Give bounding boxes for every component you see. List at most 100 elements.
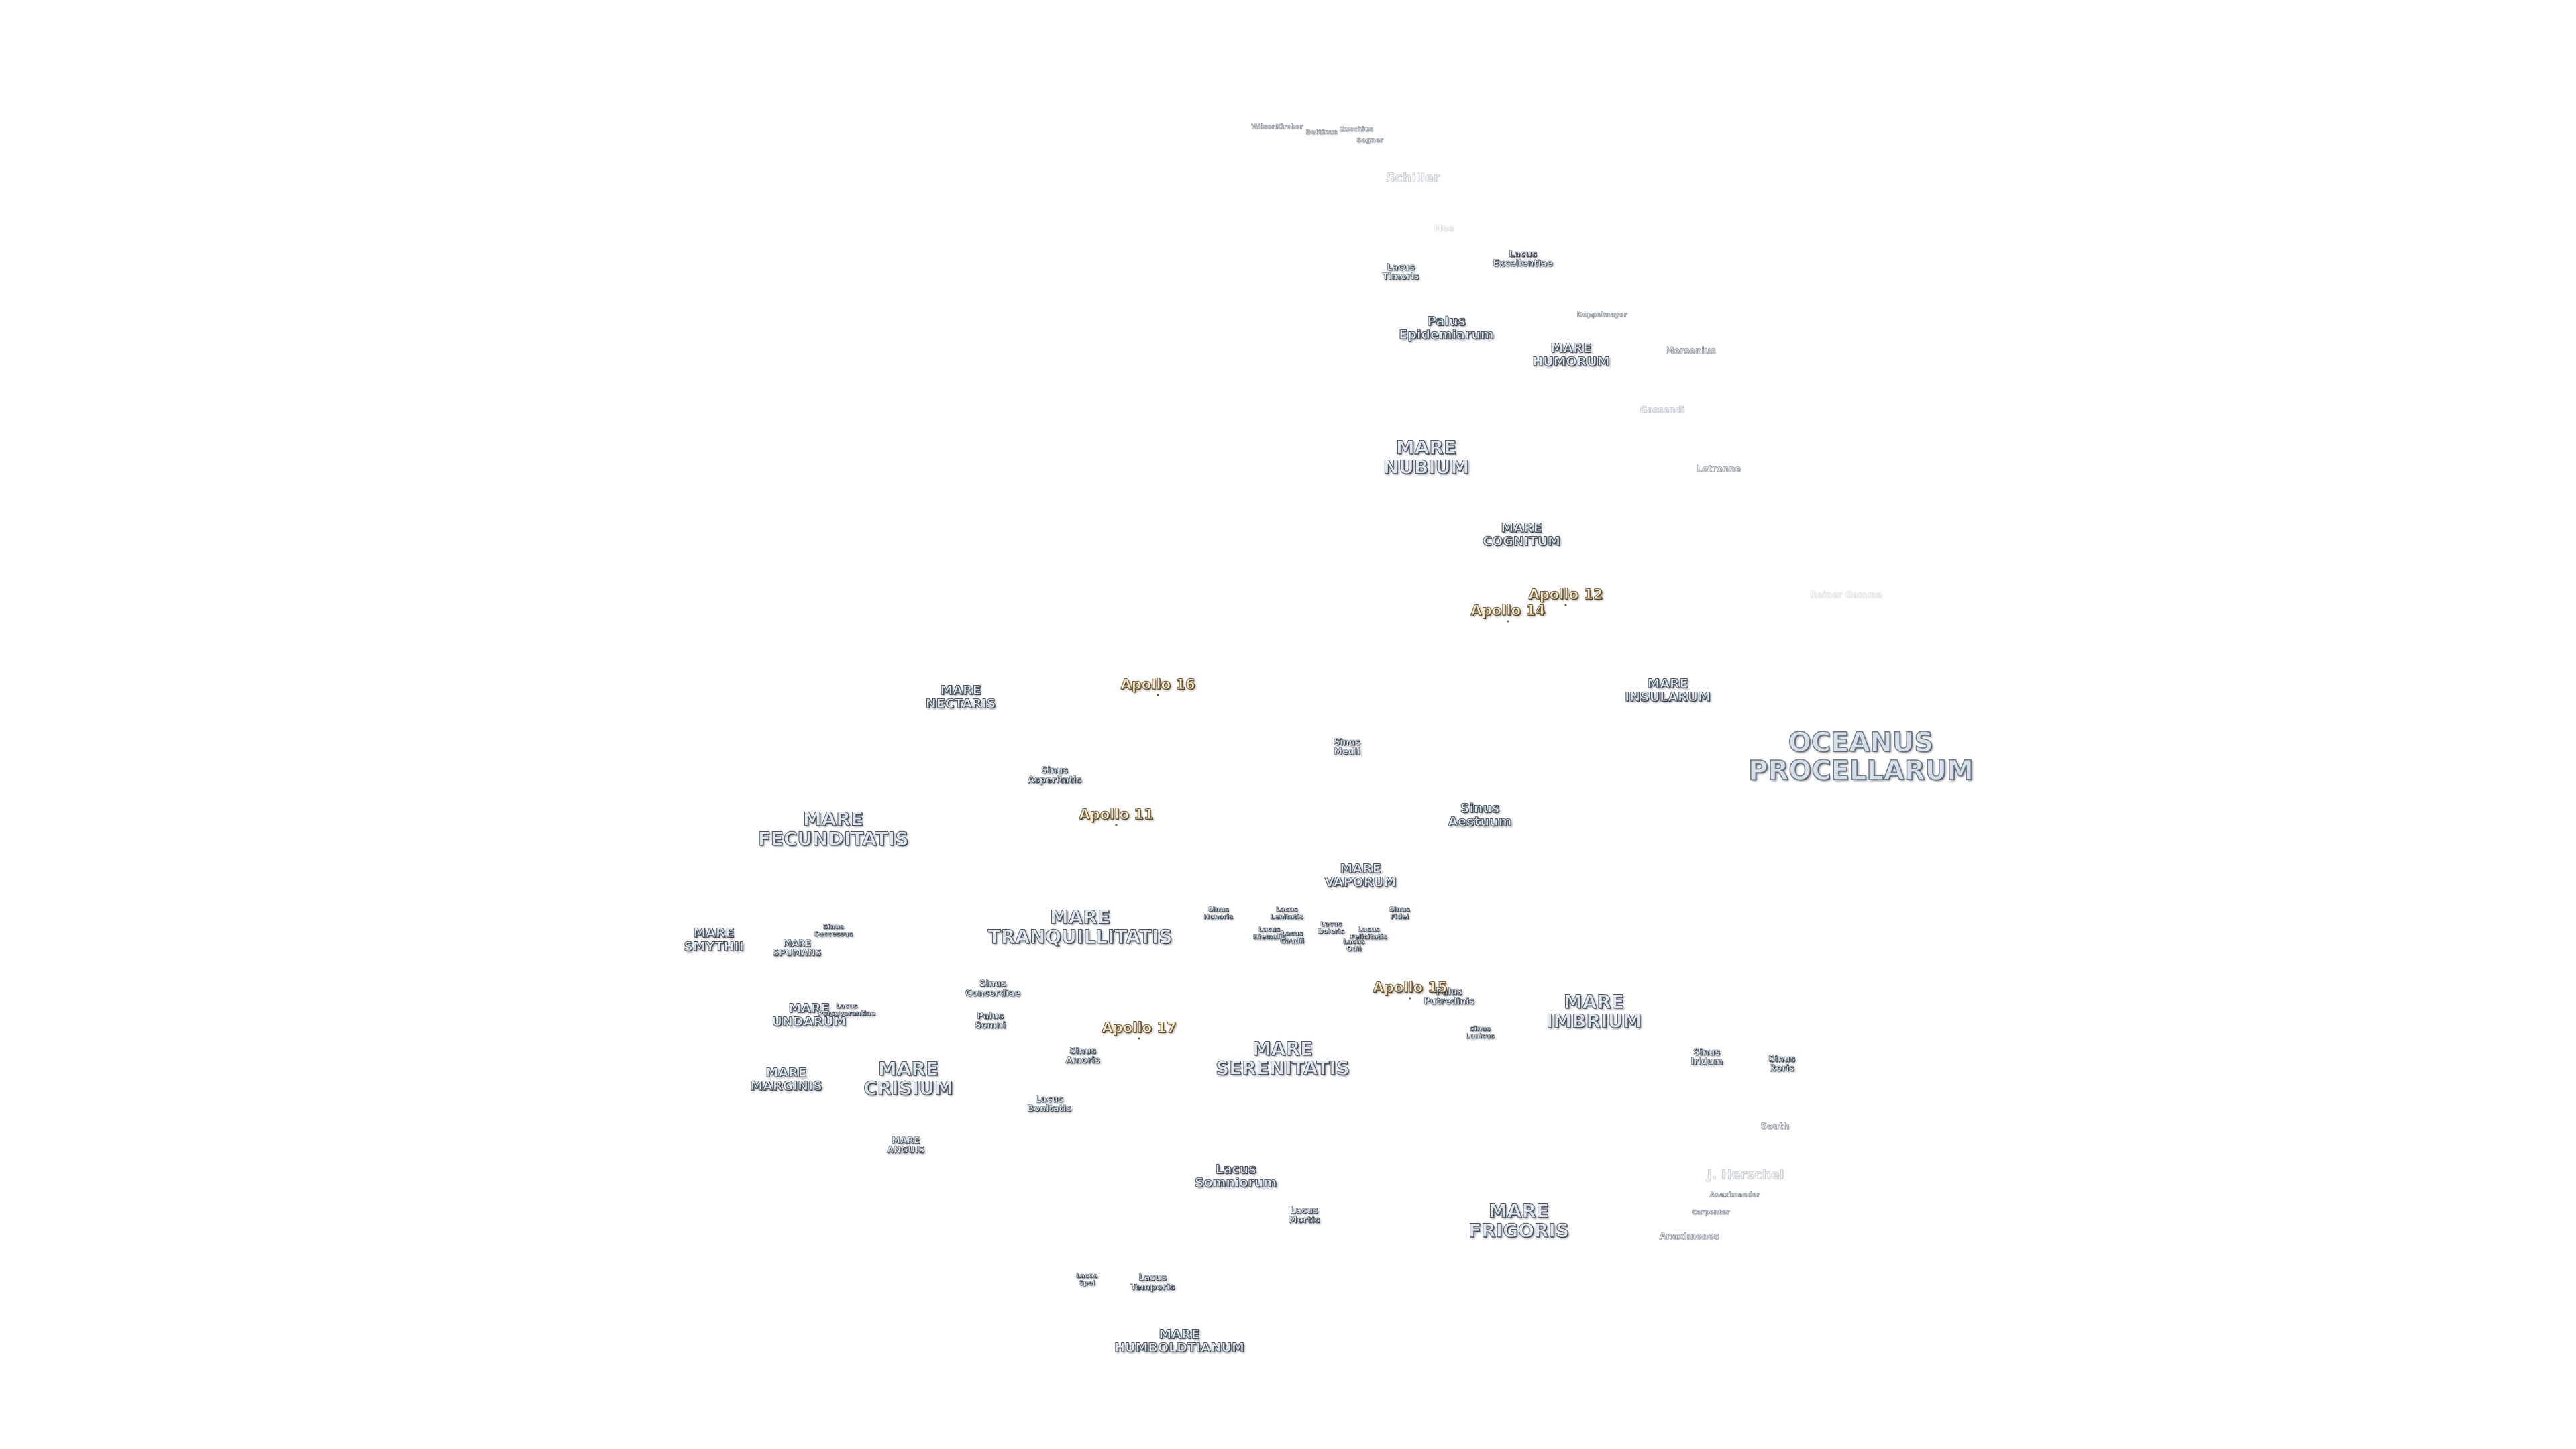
map-label-line: Amoris [1065,1055,1100,1065]
map-label-line: Timoris [1382,272,1419,282]
map-label-line: MARE [1049,906,1111,928]
map-label-line: Sinus [1208,906,1229,914]
map-label-line: Lacus [1290,1205,1318,1216]
map-label-line: Lacus [1357,926,1380,934]
landing-site-label-apollo-15: Apollo 15 [1373,979,1448,996]
map-label-line: MARE [765,1065,807,1081]
map-label-crater-j-herschel: J. Herschel [1707,1167,1784,1183]
map-label-line: Asperitatis [1027,775,1082,785]
landing-site-label-apollo-14: Apollo 14 [1470,602,1546,619]
map-label-line: MARGINIS [750,1079,823,1093]
map-label-line: Apollo 14 [1470,602,1546,619]
map-label-line: FECUNDITATIS [757,828,909,850]
map-label-line: Sinus [822,923,844,931]
map-label-line: Doloris [1318,928,1344,935]
map-label-line: Excellentiae [1493,258,1553,268]
map-label-line: INSULARUM [1625,690,1711,704]
map-label-crater-zucchius: Zucchius [1340,126,1374,134]
map-label-line: Somni [975,1020,1006,1030]
landing-site-marker [1507,620,1509,623]
map-label-line: Honoris [1203,913,1233,920]
map-label-line: MARE [892,1136,920,1146]
map-label-line: South [1760,1122,1790,1132]
map-label-line: Lenitatis [1270,913,1303,920]
map-label-line: MARE [788,1001,830,1016]
map-label-line: SPUMANS [772,948,822,958]
map-label-line: Mersenius [1665,346,1716,357]
map-label-line: SMYTHII [684,939,744,954]
map-label-line: VAPORUM [1324,875,1397,890]
map-label-crater-kircher: Kircher [1275,123,1303,131]
map-label-line: Lacus [1035,1094,1063,1105]
map-label-line: MARE [783,938,811,949]
landing-site-label-apollo-17: Apollo 17 [1102,1020,1177,1035]
map-label-line: OCEANUS [1788,727,1934,758]
map-label-line: Hiemalis [1252,933,1286,941]
map-label-line: CRISIUM [863,1077,954,1099]
map-label-line: Palus [977,1011,1004,1022]
map-label-line: Lacus [1320,920,1342,928]
map-label-line: J. Herschel [1707,1167,1784,1183]
map-label-line: Epidemiarum [1399,327,1494,342]
landing-site-marker [1115,824,1118,826]
map-label-crater-mersenius: Mersenius [1665,346,1716,357]
map-label-line: SERENITATIS [1216,1057,1350,1079]
map-label-line: Sinus [1460,801,1500,816]
map-label-line: HUMORUM [1532,354,1610,369]
map-label-line: Gaudii [1279,937,1305,945]
map-label-line: Sinus [1040,765,1069,776]
landing-site-label-apollo-16: Apollo 16 [1120,676,1195,692]
map-label-line: Sinus [1069,1046,1097,1057]
map-label-line: Aestuum [1448,814,1512,829]
map-label-line: Lacus [1215,1162,1256,1177]
map-label-line: Bonitatis [1027,1104,1072,1114]
map-label-line: HUMBOLDTIANUM [1114,1340,1245,1355]
landing-site-marker [1564,604,1567,606]
map-label-line: Apollo 12 [1528,586,1603,602]
map-label-line: Lacus [1509,249,1537,260]
map-label-line: Apollo 15 [1373,979,1448,996]
map-label-line: Lacus [835,1002,858,1010]
map-label-line: Apollo 11 [1079,806,1154,822]
map-label-line: Bettinus [1305,128,1338,136]
map-label-line: UNDARUM [771,1014,847,1029]
map-label-line: Wilson [1251,123,1277,131]
map-label-line: Sinus [979,979,1007,989]
map-label-line: COGNITUM [1483,534,1561,549]
map-label-line: MARE [1563,990,1625,1013]
map-label-line: Lunicus [1465,1032,1495,1040]
map-label-line: Palus [1436,987,1462,998]
map-label-line: Medii [1334,747,1361,757]
map-label-crater-wilson: Wilson [1251,123,1277,131]
map-label-line: Palus [1427,314,1466,329]
